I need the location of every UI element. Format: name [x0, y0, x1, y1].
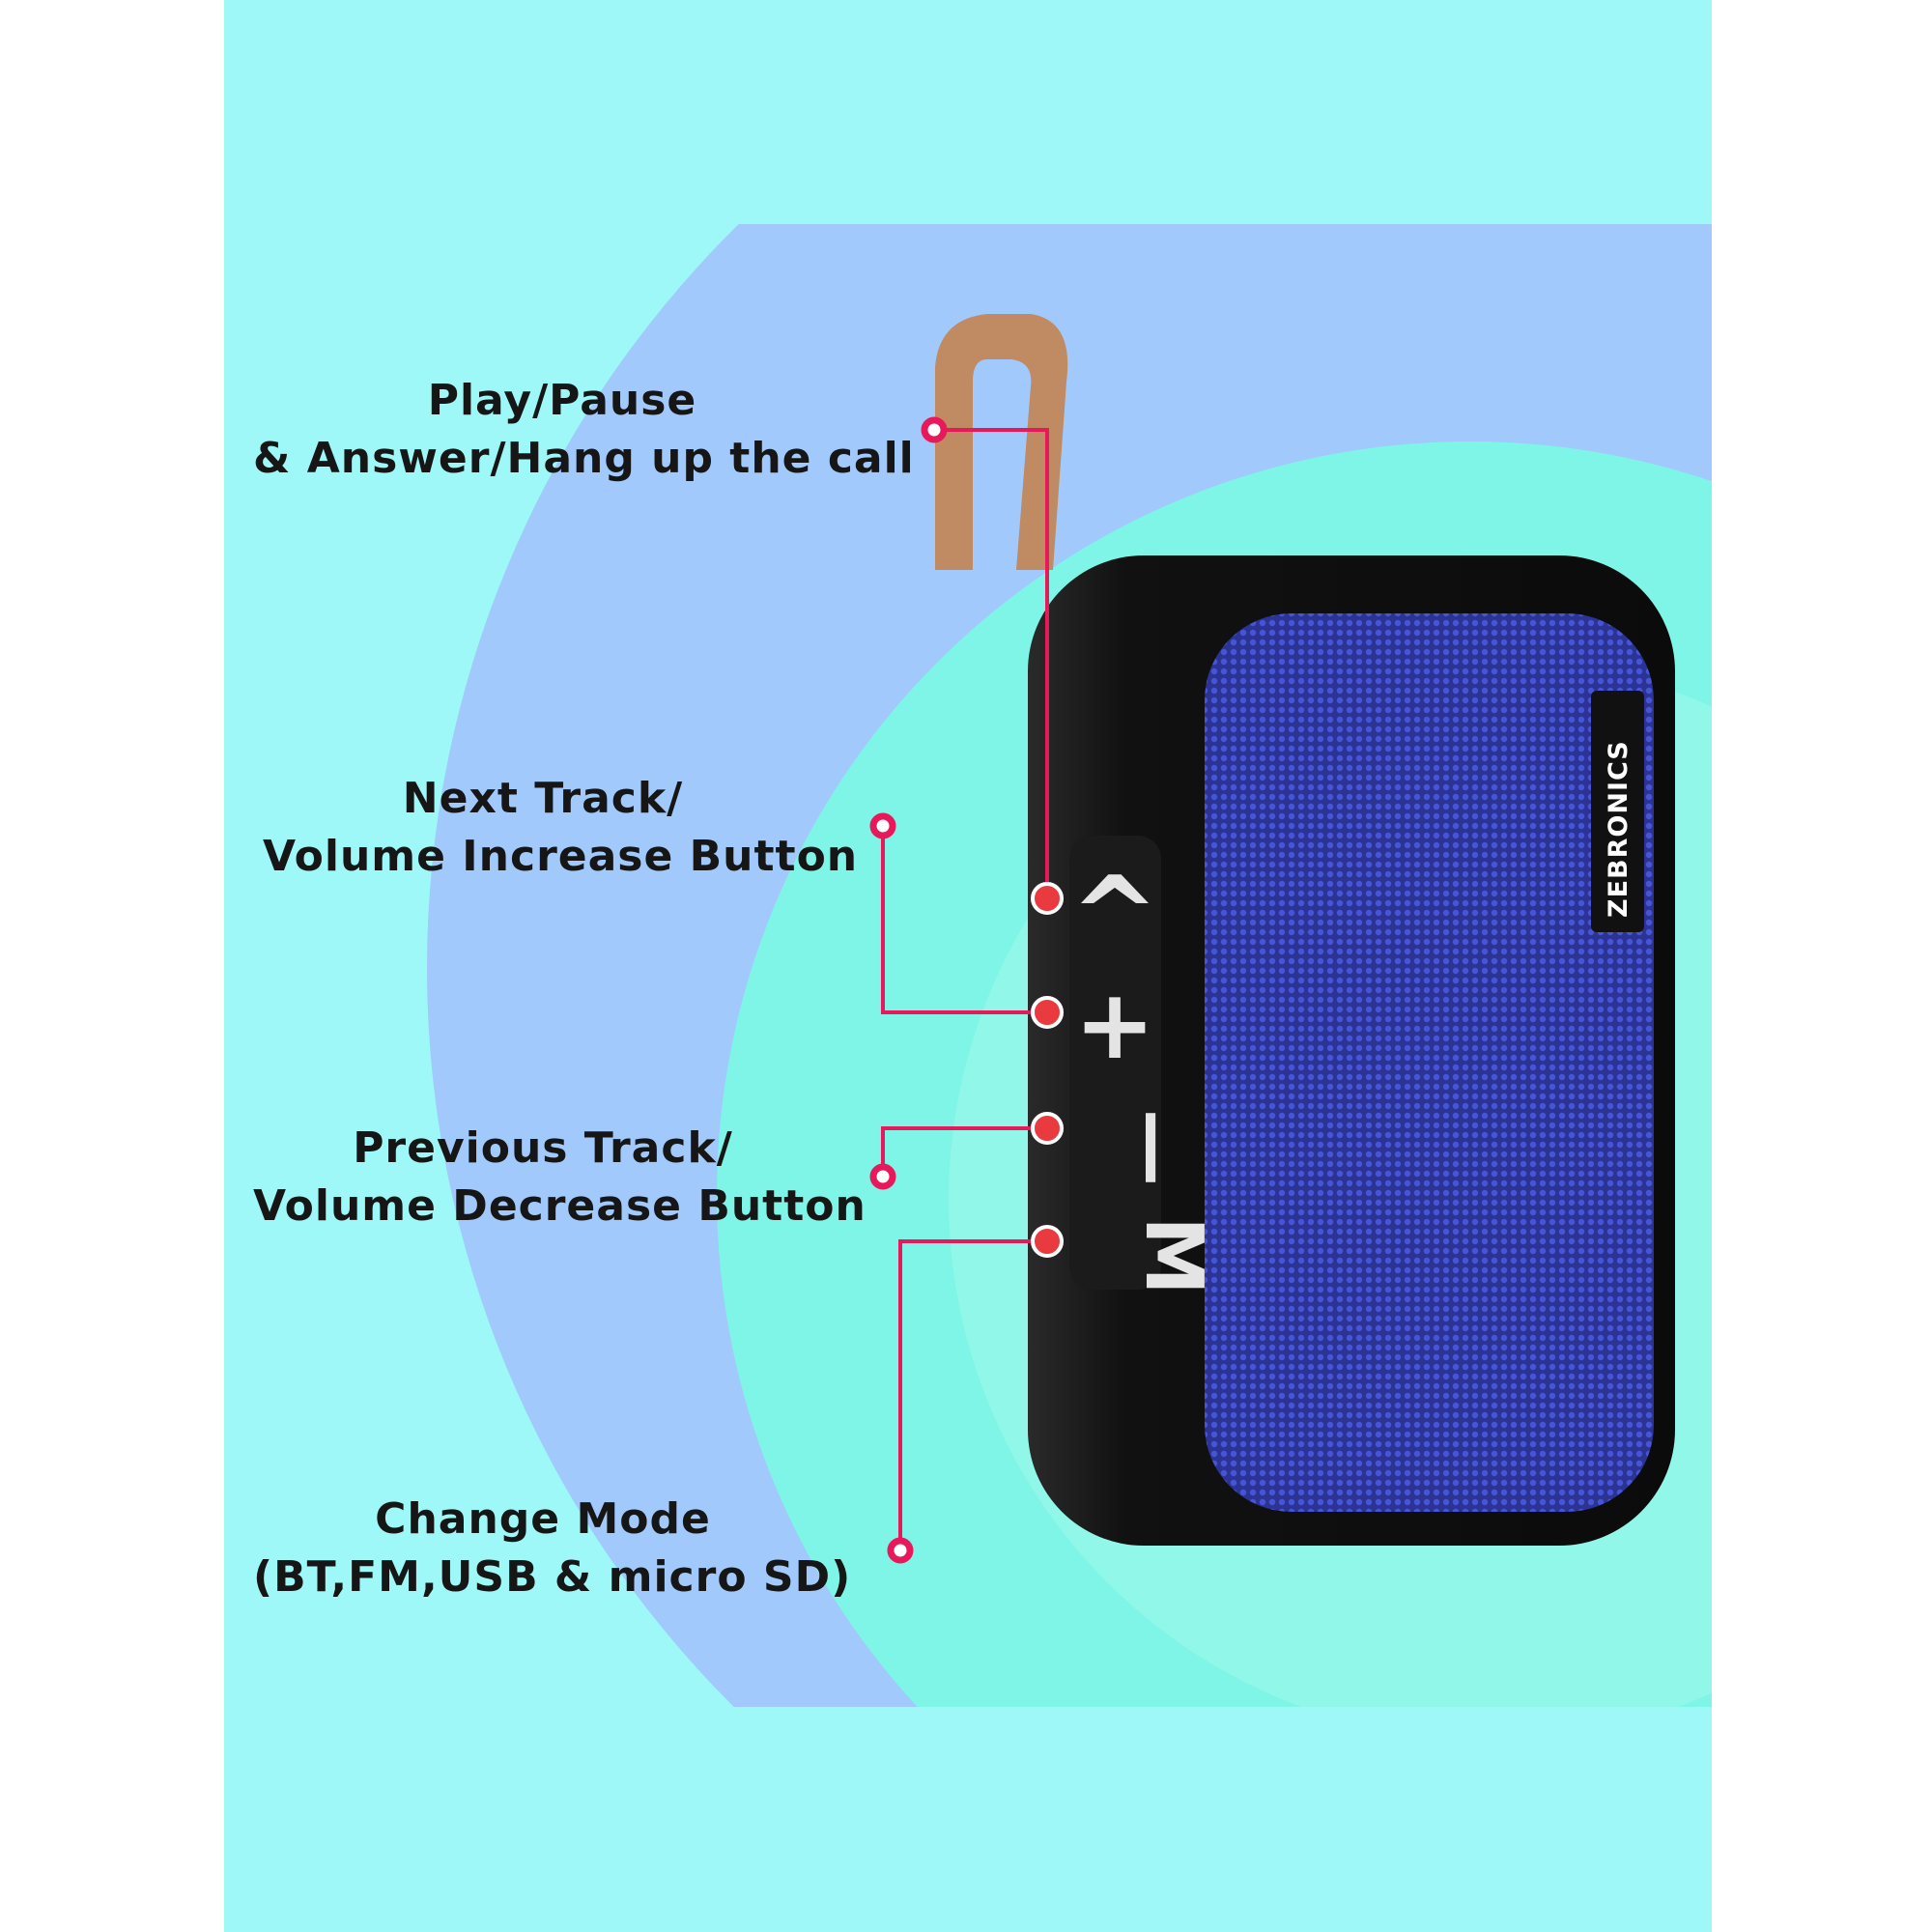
- previous-track-line2: Volume Decrease Button: [253, 1181, 867, 1231]
- callout-end-rings: [869, 416, 948, 1564]
- previous-track-callout: Previous Track/ Volume Decrease Button: [253, 1120, 867, 1236]
- previous-track-line1: Previous Track/: [353, 1123, 733, 1173]
- play-pause-line2: & Answer/Hang up the call: [253, 434, 915, 483]
- brand-label-plate: [1591, 691, 1644, 932]
- callout-leader-lines: [881, 428, 1049, 1550]
- change-mode-line2: (BT,FM,USB & micro SD): [253, 1552, 852, 1602]
- mode-dot: [1031, 1225, 1064, 1258]
- button-indicator-dots: [1031, 882, 1064, 1258]
- volume-up-dot: [1031, 996, 1064, 1029]
- next-track-line1: Next Track/: [402, 774, 684, 823]
- volume-down-dot: [1031, 1112, 1064, 1145]
- mode-button[interactable]: M: [1127, 1216, 1219, 1295]
- play-pause-ring: [921, 416, 948, 443]
- change-mode-leader: [898, 1239, 1047, 1550]
- next-track-callout: Next Track/ Volume Increase Button: [263, 770, 859, 886]
- next-track-ring: [869, 812, 896, 839]
- brand-label: ZEBRONICS: [1604, 740, 1634, 918]
- speaker-illustration: ZEBRONICS ^ + — M: [869, 314, 1675, 1564]
- play-pause-button[interactable]: ^: [1070, 853, 1159, 977]
- previous-track-leader: [881, 1126, 1047, 1177]
- previous-track-ring: [869, 1163, 896, 1190]
- background-panel: ZEBRONICS ^ + — M: [224, 0, 1712, 1932]
- change-mode-ring: [887, 1537, 914, 1564]
- volume-up-button[interactable]: +: [1074, 968, 1155, 1081]
- play-pause-leader: [934, 428, 1049, 898]
- speaker-grille: [1205, 613, 1654, 1512]
- next-track-leader: [881, 826, 1047, 1014]
- change-mode-line1: Change Mode: [375, 1494, 711, 1544]
- play-pause-line1: Play/Pause: [427, 376, 697, 425]
- next-track-line2: Volume Increase Button: [263, 832, 859, 881]
- play-pause-callout: Play/Pause & Answer/Hang up the call: [253, 372, 915, 488]
- change-mode-callout: Change Mode (BT,FM,USB & micro SD): [253, 1491, 852, 1606]
- play-pause-dot: [1031, 882, 1064, 915]
- button-panel: [1069, 836, 1161, 1290]
- volume-down-button[interactable]: —: [1111, 1109, 1201, 1186]
- speaker-strap: [935, 314, 1068, 570]
